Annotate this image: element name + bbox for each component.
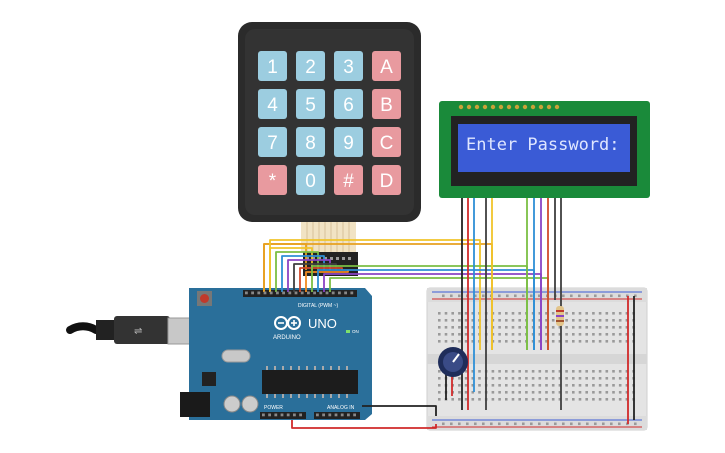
- keypad-key-label: *: [269, 171, 277, 192]
- keypad-key-b[interactable]: B: [372, 89, 401, 119]
- keypad-key-label: A: [380, 57, 393, 78]
- keypad-key-label: 9: [343, 133, 354, 154]
- keypad-key-hash[interactable]: #: [334, 165, 363, 195]
- keypad-key-label: #: [343, 171, 354, 192]
- keypad-key-label: 5: [305, 95, 316, 116]
- keypad-key-4[interactable]: 4: [258, 89, 287, 119]
- potentiometer: [438, 347, 468, 377]
- keypad-key-1[interactable]: 1: [258, 51, 287, 81]
- keypad-key-label: 1: [267, 57, 278, 78]
- keypad-key-c[interactable]: C: [372, 127, 401, 157]
- digital-header-label: DIGITAL (PWM ~): [298, 303, 338, 309]
- keypad-key-star[interactable]: *: [258, 165, 287, 195]
- keypad-key-label: C: [380, 133, 394, 154]
- keypad-key-label: 3: [343, 57, 354, 78]
- keypad-key-6[interactable]: 6: [334, 89, 363, 119]
- arduino-header-pins: [245, 291, 356, 417]
- keypad-key-5[interactable]: 5: [296, 89, 325, 119]
- keypad-key-label: D: [380, 171, 394, 192]
- keypad-key-label: 8: [305, 133, 316, 154]
- usb-cable: ⇌: [66, 316, 197, 345]
- arduino-model: UNO: [308, 316, 337, 331]
- keypad-key-d[interactable]: D: [372, 165, 401, 195]
- arduino-uno: ⇌: [66, 288, 372, 420]
- keypad-key-label: 0: [305, 171, 316, 192]
- arduino-logo-icon: [274, 316, 301, 330]
- keypad-key-label: 7: [267, 133, 278, 154]
- keypad-key-label: B: [380, 95, 393, 116]
- keypad-key-8[interactable]: 8: [296, 127, 325, 157]
- lcd-module: Enter Password:: [439, 101, 650, 198]
- keypad-keys: 1 2 3 A 4 5 6 B 7 8 9 C * 0 # D: [258, 51, 401, 195]
- keypad-key-3[interactable]: 3: [334, 51, 363, 81]
- breadboard: [426, 287, 648, 431]
- arduino-logo-text: ARDUINO: [273, 335, 301, 341]
- keypad-key-label: 6: [343, 95, 354, 116]
- keypad-key-9[interactable]: 9: [334, 127, 363, 157]
- keypad-key-7[interactable]: 7: [258, 127, 287, 157]
- keypad-key-a[interactable]: A: [372, 51, 401, 81]
- wires: [263, 198, 635, 429]
- resistor: [556, 306, 564, 326]
- on-led-label: ON: [352, 329, 359, 334]
- lcd-text: Enter Password:: [466, 135, 620, 155]
- svg-text:⇌: ⇌: [134, 326, 142, 337]
- keypad-key-0[interactable]: 0: [296, 165, 325, 195]
- keypad-key-2[interactable]: 2: [296, 51, 325, 81]
- keypad: 1 2 3 A 4 5 6 B 7 8 9 C * 0 # D: [238, 22, 421, 276]
- power-header-label: POWER: [264, 405, 283, 411]
- keypad-key-label: 4: [267, 95, 278, 116]
- analog-header-label: ANALOG IN: [327, 405, 355, 411]
- keypad-ribbon: [301, 222, 358, 276]
- keypad-key-label: 2: [305, 57, 316, 78]
